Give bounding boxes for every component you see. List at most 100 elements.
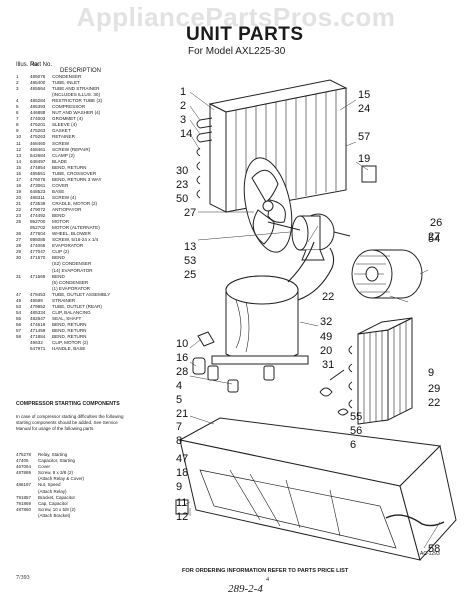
parts-row: (S2) CONDENSER xyxy=(16,261,176,267)
parts-part-no: 648523 xyxy=(30,188,46,194)
page-number: 4 xyxy=(266,577,269,583)
fan-blade xyxy=(243,157,293,253)
callout-number: 10 xyxy=(176,338,188,350)
parts-description: (14) EVAPORATOR xyxy=(52,267,93,273)
parts-part-no: 647971 xyxy=(30,346,46,352)
parts-description: TUBE, OUTLET ASSEMBLY xyxy=(52,291,111,297)
callout-number: 50 xyxy=(176,193,188,205)
parts-part-no: 485564 xyxy=(30,86,46,92)
parts-illus-no: 17 xyxy=(16,176,22,182)
parts-illus-no: 49 xyxy=(16,297,22,303)
compressor-row: (Attach Bracket) xyxy=(16,513,84,519)
parts-part-no: 482647 xyxy=(30,315,46,321)
parts-illus-no: 11 xyxy=(16,140,21,146)
compressor-row: (Attach Relay & Cover) xyxy=(16,476,84,482)
parts-description: NUT AND WASHER (4) xyxy=(52,110,101,116)
clamp-part xyxy=(197,331,215,347)
parts-part-no: 952702 xyxy=(30,225,46,231)
parts-row: (1) EVAPORATOR xyxy=(16,286,176,292)
parts-description: BASE xyxy=(52,188,65,194)
parts-illus-no: 47 xyxy=(16,291,22,297)
parts-description: TUBE AND STRAINER xyxy=(52,86,100,92)
header-description: DESCRIPTION xyxy=(60,68,102,74)
parts-part-no: 479453 xyxy=(30,291,46,297)
parts-description: TUBE, INLET xyxy=(52,80,80,86)
callout-number: 14 xyxy=(180,128,192,140)
parts-description: WHEEL, BLOWER xyxy=(52,231,91,237)
parts-illus-no: 27 xyxy=(16,237,22,243)
parts-description: CLIP, BALANCING xyxy=(52,309,91,315)
parts-part-no: 595085 xyxy=(30,237,46,243)
parts-part-no: 471459 xyxy=(30,327,46,333)
compressor-part-no: 486197 xyxy=(16,482,32,488)
callout-number: 31 xyxy=(322,359,334,371)
parts-illus-no: 18 xyxy=(16,182,22,188)
parts-part-no: 485551 xyxy=(30,170,46,176)
parts-part-no: 485393 xyxy=(30,104,46,110)
callout-number: 29 xyxy=(428,383,440,395)
parts-part-no: 474854 xyxy=(30,164,46,170)
parts-illus-no: 12 xyxy=(16,146,22,152)
parts-description: RESTRICTOR TUBE (3) xyxy=(52,98,103,104)
header-illus-no: Illus. No. xyxy=(16,62,40,68)
callout-number: 6 xyxy=(350,439,356,451)
handwritten-note: 289-2-4 xyxy=(228,583,263,595)
parts-part-no: 485334 xyxy=(30,309,46,315)
callout-number: 21 xyxy=(176,408,188,420)
fan-motor xyxy=(267,213,351,261)
clip-part xyxy=(361,165,377,183)
parts-illus-no: 15 xyxy=(16,164,22,170)
compressor-row: (Attach Relay) xyxy=(16,489,84,495)
callout-number: 54 xyxy=(428,233,440,245)
parts-illus-no: 29 xyxy=(16,249,22,255)
parts-description: EVAPORATOR xyxy=(52,243,84,249)
parts-part-no: 485400 xyxy=(30,80,46,86)
callout-number: 25 xyxy=(184,269,196,281)
parts-part-no: 468461 xyxy=(30,146,46,152)
parts-row: (5) CONDENSER xyxy=(16,280,176,286)
parts-description: STRAINER xyxy=(52,297,76,303)
parts-part-no: 479852 xyxy=(30,303,46,309)
parts-part-no: 473061 xyxy=(30,182,46,188)
callout-number: 27 xyxy=(184,207,196,219)
parts-part-no: 952700 xyxy=(30,219,46,225)
parts-description: BEND, RETURN xyxy=(52,327,87,333)
parts-description: CONDENSER xyxy=(52,74,82,79)
parts-illus-no: 3 xyxy=(16,86,19,92)
compressor-description: Capacitor, Starting xyxy=(38,458,76,464)
parts-description: GROMMET (4) xyxy=(52,116,83,122)
parts-row: 47 479453 TUBE, OUTLET ASSEMBLY xyxy=(16,292,176,298)
parts-part-no: 446888 xyxy=(30,110,46,116)
parts-illus-no: 28 xyxy=(16,243,22,249)
callout-number: 23 xyxy=(176,179,188,191)
parts-part-no: 471884 xyxy=(30,334,46,340)
parts-part-no: 474619 xyxy=(30,321,46,327)
callout-number: 19 xyxy=(358,153,370,165)
parts-description: MOTOR (ALTERNATE) xyxy=(52,225,100,231)
compressor-section-note: In case of compressor starting difficult… xyxy=(16,414,124,431)
parts-row: (INCLUDES ILLUS. 30) xyxy=(16,92,176,98)
parts-part-no: 479072 xyxy=(30,207,46,213)
parts-part-no: 477047 xyxy=(30,249,46,255)
compressor-description: Nut, Speed xyxy=(38,482,61,488)
page-subtitle: For Model AXL225-30 xyxy=(188,46,286,57)
parts-description: BEND, RETURN xyxy=(52,321,87,327)
